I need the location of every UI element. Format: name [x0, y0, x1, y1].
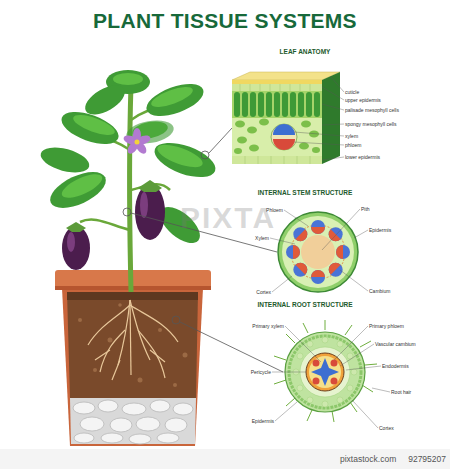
- part-label: lower epidermis: [345, 155, 380, 160]
- part-label: Vascular cambium: [375, 342, 416, 347]
- part-label: Root hair: [391, 390, 411, 395]
- root-cross-section: [272, 320, 390, 428]
- part-label: Primary xylem: [252, 324, 284, 329]
- part-label: Xylem: [255, 236, 269, 241]
- pot: [55, 270, 211, 446]
- plant-stem: [129, 85, 131, 292]
- part-label: Cortex: [379, 426, 394, 431]
- section-heading: INTERNAL STEM STRUCTURE: [258, 190, 353, 197]
- watermark: 92795207: [408, 455, 446, 464]
- flower: [122, 128, 151, 156]
- section-heading: LEAF ANATOMY: [280, 49, 331, 56]
- diagram-title: PLANT TISSUE SYSTEMS: [93, 10, 357, 31]
- part-label: Cortex: [256, 290, 271, 295]
- footer-strip: [0, 449, 450, 469]
- watermark: PIXTA: [180, 203, 276, 233]
- leaf-anatomy-drawing: [232, 72, 344, 164]
- part-label: Epidermis: [252, 419, 274, 424]
- part-label: upper epidermis: [345, 98, 381, 103]
- part-label: Endodermis: [382, 364, 409, 369]
- part-label: palisade mesophyll cells: [345, 108, 399, 113]
- roots: [88, 300, 178, 380]
- part-label: phloem: [345, 143, 361, 148]
- eggplants: [62, 180, 165, 270]
- part-label: Cambium: [369, 289, 390, 294]
- watermark: pixtastock.com: [340, 455, 396, 464]
- part-label: Epidermis: [369, 228, 391, 233]
- section-heading: INTERNAL ROOT STRUCTURE: [257, 302, 352, 309]
- part-label: Primary phloem: [369, 324, 404, 329]
- part-label: xylem: [345, 134, 358, 139]
- part-label: cuticle: [345, 90, 359, 95]
- part-label: Pericycle: [251, 370, 271, 375]
- pointer-lines: [123, 128, 283, 372]
- part-label: spongy mesophyll cells: [345, 122, 396, 127]
- part-label: Pith: [361, 207, 370, 212]
- stem-cross-section: [270, 209, 368, 292]
